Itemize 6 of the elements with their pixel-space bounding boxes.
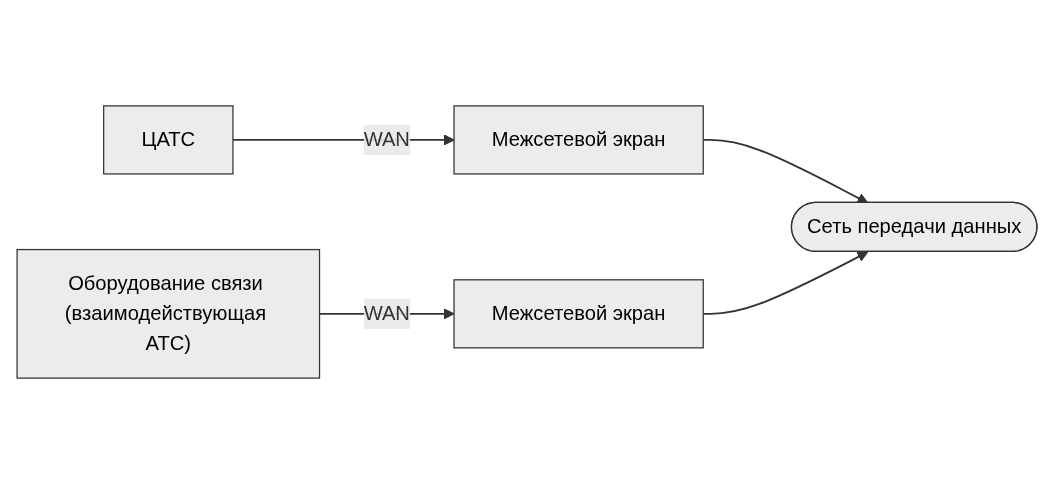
edge-label: WAN: [363, 128, 410, 150]
edge-label: WAN: [363, 302, 410, 324]
node-box: Межсетевой экран: [453, 105, 704, 175]
node-box: Межсетевой экран: [453, 279, 704, 349]
node-box: ЦАТС: [103, 105, 234, 175]
node-box: Оборудование связи (взаимодействующая АТС): [16, 248, 321, 379]
